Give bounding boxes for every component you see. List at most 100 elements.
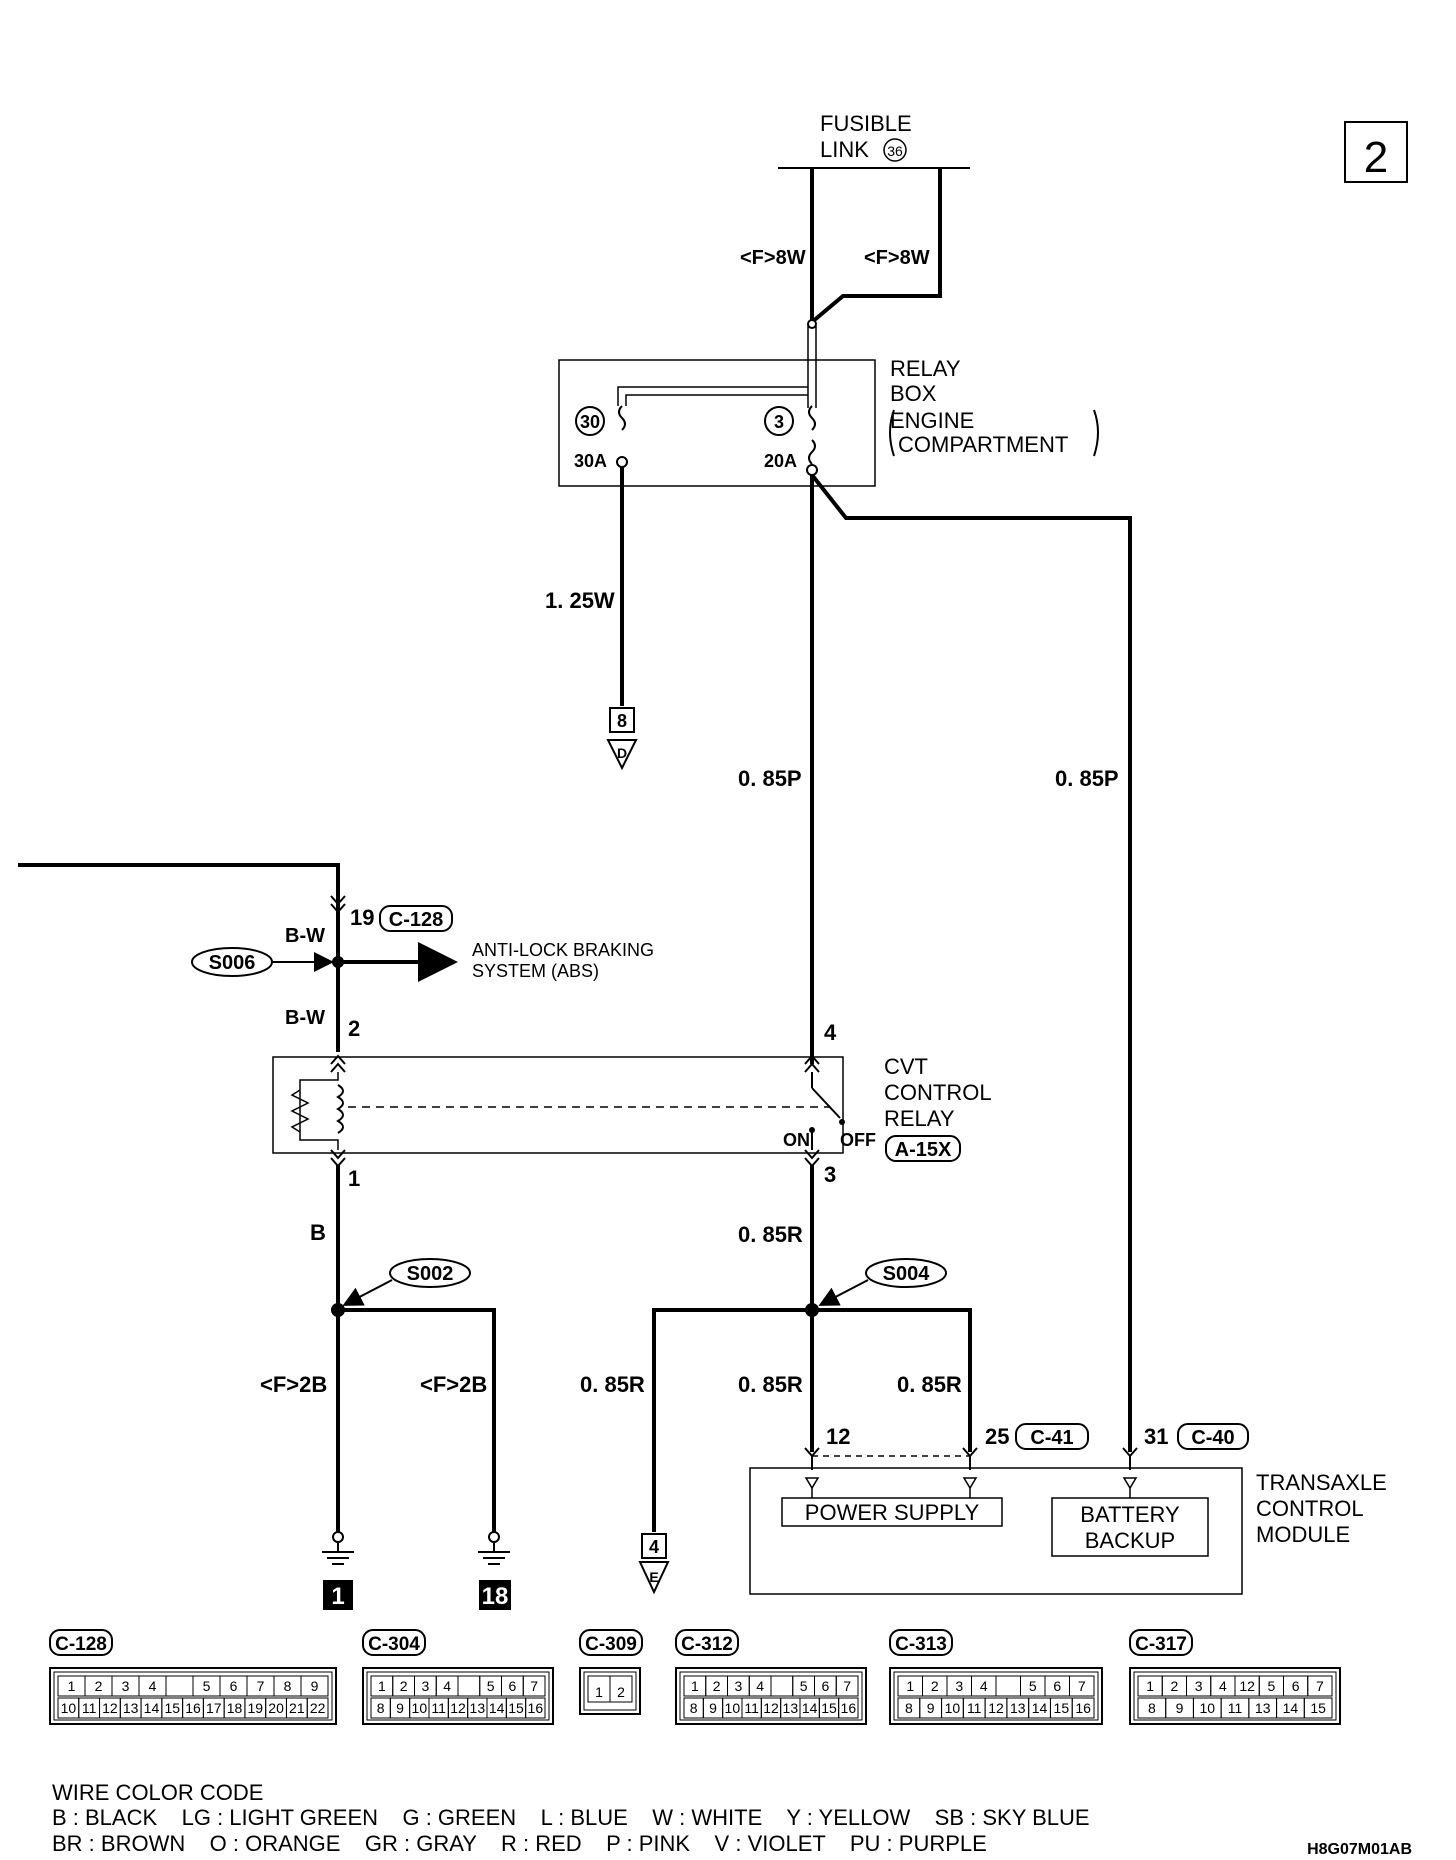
pin-label: 12 — [450, 1700, 466, 1716]
pin-label: 3 — [1195, 1678, 1203, 1694]
pin-label: 16 — [841, 1700, 857, 1716]
pin-label: 6 — [1292, 1678, 1300, 1694]
svg-text:3: 3 — [774, 412, 784, 432]
pin-label: 11 — [431, 1700, 446, 1716]
pin-label: 18 — [227, 1700, 243, 1716]
svg-text:MODULE: MODULE — [1256, 1522, 1350, 1547]
pin-label: 13 — [1010, 1700, 1026, 1716]
pin-label: 9 — [1176, 1700, 1184, 1716]
pin-label: 2 — [931, 1678, 939, 1694]
pin-label: 5 — [203, 1678, 211, 1694]
svg-text:0. 85R: 0. 85R — [738, 1222, 803, 1247]
pin-label: 13 — [783, 1700, 799, 1716]
svg-text:19: 19 — [350, 905, 374, 930]
pin-label: 5 — [1029, 1678, 1037, 1694]
connector-d: 8 D — [606, 707, 638, 771]
pin-label: 1 — [1146, 1678, 1154, 1694]
svg-text:FUSIBLE: FUSIBLE — [820, 111, 912, 136]
wire-bw: B-W 2 — [285, 958, 360, 1052]
svg-text:12: 12 — [826, 1424, 850, 1449]
pin-label: 8 — [377, 1700, 385, 1716]
pin-label: 8 — [1148, 1700, 1156, 1716]
svg-text:B: B — [310, 1220, 326, 1245]
svg-text:4: 4 — [824, 1020, 837, 1045]
cvt-control-relay: ON OFF CVT CONTROL RELAY A-15X 4 1 3 — [272, 1020, 992, 1191]
svg-text:CONTROL: CONTROL — [1256, 1496, 1364, 1521]
svg-text:A-15X: A-15X — [895, 1139, 952, 1161]
svg-text:OFF: OFF — [840, 1130, 876, 1150]
svg-text:1: 1 — [348, 1166, 360, 1191]
connector-name: C-304 — [368, 1634, 420, 1655]
pin-label: 2 — [713, 1678, 721, 1694]
pin-label: 22 — [310, 1700, 326, 1716]
svg-text:ANTI-LOCK BRAKING: ANTI-LOCK BRAKING — [472, 940, 654, 960]
pin-label: 12 — [1239, 1678, 1255, 1694]
fusible-link: FUSIBLE LINK 36 — [778, 111, 970, 169]
svg-text:B : BLACK LG : LIGHT GREEN: B : BLACK LG : LIGHT GREEN G : GREEN L :… — [52, 1805, 1090, 1830]
pin-label: 4 — [149, 1678, 157, 1694]
feed-wire-label-right: <F>8W — [864, 247, 930, 269]
pin-label: 13 — [1255, 1700, 1271, 1716]
pin-label: 16 — [185, 1700, 201, 1716]
svg-text:LINK: LINK — [820, 137, 869, 162]
pin-label: 14 — [489, 1700, 505, 1716]
svg-text:3: 3 — [824, 1162, 836, 1187]
pin-label: 8 — [690, 1700, 698, 1716]
pin-label: 6 — [230, 1678, 238, 1694]
pin-label: 15 — [1054, 1700, 1070, 1716]
svg-text:4: 4 — [649, 1537, 659, 1557]
pin-label: 1 — [595, 1684, 603, 1700]
connector-name: C-309 — [585, 1634, 637, 1655]
svg-text:0. 85R: 0. 85R — [580, 1372, 645, 1397]
pin-label: 10 — [945, 1700, 961, 1716]
svg-text:ENGINE: ENGINE — [890, 408, 974, 433]
pin-label: 7 — [1078, 1678, 1086, 1694]
svg-text:0. 85P: 0. 85P — [738, 766, 802, 791]
pin-label: 11 — [967, 1700, 982, 1716]
pin-label: 3 — [955, 1678, 963, 1694]
pin-label: 7 — [1316, 1678, 1324, 1694]
pin-label: 20 — [268, 1700, 284, 1716]
svg-text:WIRE COLOR CODE: WIRE COLOR CODE — [52, 1780, 263, 1805]
feed-wires: <F>8W <F>8W — [740, 168, 942, 329]
pin-label: 4 — [756, 1678, 764, 1694]
svg-text:BOX: BOX — [890, 381, 937, 406]
pin-label: 2 — [1170, 1678, 1178, 1694]
svg-text:SYSTEM (ABS): SYSTEM (ABS) — [472, 961, 599, 981]
pin-label: 5 — [1267, 1678, 1275, 1694]
pin-label: 8 — [905, 1700, 913, 1716]
svg-text:36: 36 — [887, 143, 903, 159]
pin-label: 9 — [709, 1700, 717, 1716]
svg-text:BATTERY: BATTERY — [1080, 1502, 1180, 1527]
svg-text:2: 2 — [348, 1016, 360, 1041]
pin-label: 13 — [470, 1700, 486, 1716]
svg-text:RELAY: RELAY — [884, 1106, 955, 1131]
figure-code: H8G07M01AB — [1307, 1841, 1412, 1858]
svg-text:POWER SUPPLY: POWER SUPPLY — [805, 1500, 980, 1525]
pin-label: 16 — [1075, 1700, 1091, 1716]
svg-text:B-W: B-W — [285, 1007, 325, 1029]
pin-label: 9 — [927, 1700, 935, 1716]
svg-text:CVT: CVT — [884, 1054, 928, 1079]
svg-text:30A: 30A — [574, 451, 607, 471]
wire-color-code: WIRE COLOR CODE B : BLACK LG : LIGHT GRE… — [52, 1780, 1412, 1858]
svg-text:C-41: C-41 — [1030, 1427, 1073, 1449]
pin-label: 11 — [744, 1700, 759, 1716]
pin-label: 6 — [1053, 1678, 1061, 1694]
supply-circuit: 0. 85R S004 0. 85R 0. 85R 0. 85R 4 E — [580, 1165, 972, 1595]
pin-label: 9 — [311, 1678, 319, 1694]
pin-label: 5 — [800, 1678, 808, 1694]
pin-label: 7 — [257, 1678, 265, 1694]
svg-text:8: 8 — [617, 711, 627, 731]
pin-label: 9 — [396, 1700, 404, 1716]
feed-wire-label-left: <F>8W — [740, 247, 806, 269]
svg-text:TRANSAXLE: TRANSAXLE — [1256, 1470, 1387, 1495]
svg-text:0. 85R: 0. 85R — [897, 1372, 962, 1397]
svg-text:ON: ON — [783, 1130, 810, 1150]
svg-text:CONTROL: CONTROL — [884, 1080, 992, 1105]
pin-label: 14 — [1283, 1700, 1299, 1716]
svg-text:D: D — [617, 745, 627, 761]
